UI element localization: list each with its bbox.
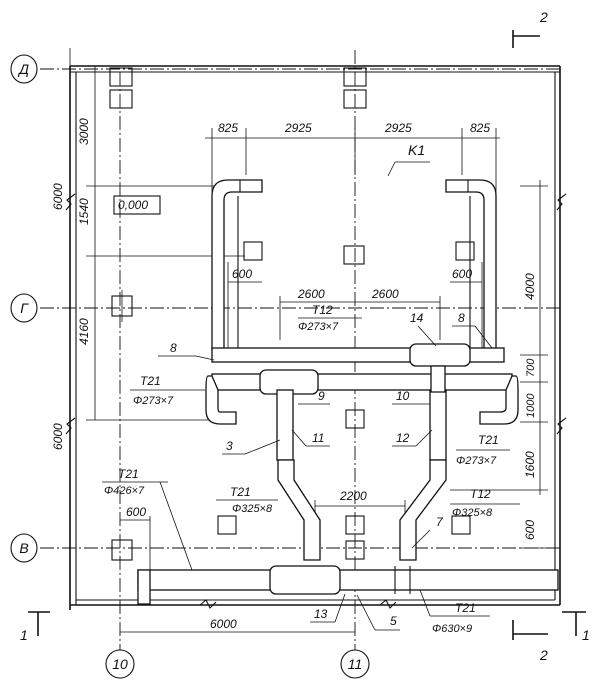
section-mark-right: 1 — [562, 611, 590, 643]
svg-text:T21: T21 — [140, 374, 161, 388]
svg-text:Φ325×8: Φ325×8 — [452, 507, 493, 519]
svg-text:9: 9 — [318, 389, 325, 403]
svg-text:1600: 1600 — [523, 451, 537, 478]
svg-text:2925: 2925 — [284, 121, 312, 135]
svg-text:3000: 3000 — [77, 118, 91, 145]
svg-text:T21: T21 — [478, 433, 499, 447]
axis-bubble-d: Д — [10, 54, 38, 84]
svg-text:600: 600 — [126, 505, 146, 519]
svg-text:6000: 6000 — [51, 183, 65, 210]
svg-text:T21: T21 — [118, 467, 139, 481]
svg-text:T21: T21 — [230, 485, 251, 499]
svg-text:6000: 6000 — [210, 617, 237, 631]
svg-text:Φ325×8: Φ325×8 — [232, 503, 273, 515]
svg-text:T21: T21 — [455, 601, 476, 615]
svg-text:1: 1 — [20, 627, 28, 643]
foundation-pads — [109, 67, 475, 561]
axis-bubble-v: В — [10, 533, 38, 563]
svg-text:2600: 2600 — [371, 287, 399, 301]
axis-bubble-g: Г — [10, 293, 38, 323]
axis-bubble-11: 11 — [340, 649, 370, 679]
bottom-main-pipe — [137, 565, 559, 605]
svg-text:Φ273×7: Φ273×7 — [298, 321, 339, 333]
svg-text:2200: 2200 — [339, 489, 367, 503]
svg-text:1000: 1000 — [525, 393, 537, 418]
svg-text:2: 2 — [539, 647, 548, 663]
svg-text:2600: 2600 — [297, 287, 325, 301]
elevation-mark: 0,000 — [113, 195, 161, 215]
svg-text:600: 600 — [232, 267, 252, 281]
svg-text:Φ273×7: Φ273×7 — [133, 395, 174, 407]
svg-text:5: 5 — [390, 614, 397, 628]
pipe-labels: K1 0,000 T12 Φ273×7 T21 Φ273×7 T21 Φ273×… — [102, 142, 520, 635]
svg-text:14: 14 — [410, 311, 424, 325]
svg-text:600: 600 — [523, 520, 537, 540]
svg-text:825: 825 — [470, 121, 490, 135]
svg-text:1: 1 — [582, 627, 590, 643]
svg-text:T12: T12 — [312, 303, 333, 317]
svg-text:T12: T12 — [470, 487, 491, 501]
svg-text:2925: 2925 — [384, 121, 412, 135]
svg-text:700: 700 — [525, 358, 537, 377]
svg-text:В: В — [19, 540, 28, 556]
svg-text:Φ426×7: Φ426×7 — [104, 485, 145, 497]
pipe-loop-k1 — [211, 179, 497, 351]
header-pipes — [205, 343, 519, 425]
svg-text:Φ273×7: Φ273×7 — [456, 455, 497, 467]
svg-text:Д: Д — [17, 61, 29, 77]
svg-text:600: 600 — [452, 267, 472, 281]
riser-pipes — [276, 365, 447, 561]
svg-text:K1: K1 — [408, 142, 425, 158]
svg-text:Φ630×9: Φ630×9 — [432, 623, 472, 635]
svg-text:8: 8 — [170, 341, 177, 355]
svg-text:11: 11 — [348, 656, 363, 672]
svg-text:11: 11 — [312, 431, 324, 445]
svg-text:7: 7 — [436, 515, 444, 529]
section-mark-left: 1 — [20, 611, 50, 643]
svg-text:3: 3 — [226, 439, 233, 453]
svg-text:12: 12 — [396, 431, 410, 445]
axis-bubble-10: 10 — [105, 649, 135, 679]
svg-text:10: 10 — [112, 656, 128, 672]
svg-text:10: 10 — [396, 389, 410, 403]
svg-text:1540: 1540 — [77, 198, 91, 225]
svg-text:2: 2 — [539, 9, 548, 25]
svg-text:4160: 4160 — [77, 318, 91, 345]
section-mark-bottom-right: 2 — [512, 620, 548, 663]
svg-text:6000: 6000 — [51, 423, 65, 450]
svg-text:825: 825 — [218, 121, 238, 135]
section-mark-top: 2 — [512, 9, 548, 48]
dimension-texts: 825 2925 2925 825 6000 3000 1540 4160 60… — [51, 118, 537, 631]
callout-numbers: 3 5 7 8 8 9 10 11 12 13 14 — [158, 311, 493, 631]
svg-text:0,000: 0,000 — [118, 198, 148, 212]
svg-text:8: 8 — [458, 311, 465, 325]
svg-text:4000: 4000 — [523, 273, 537, 300]
svg-text:Г: Г — [20, 300, 29, 316]
svg-text:13: 13 — [314, 607, 328, 621]
